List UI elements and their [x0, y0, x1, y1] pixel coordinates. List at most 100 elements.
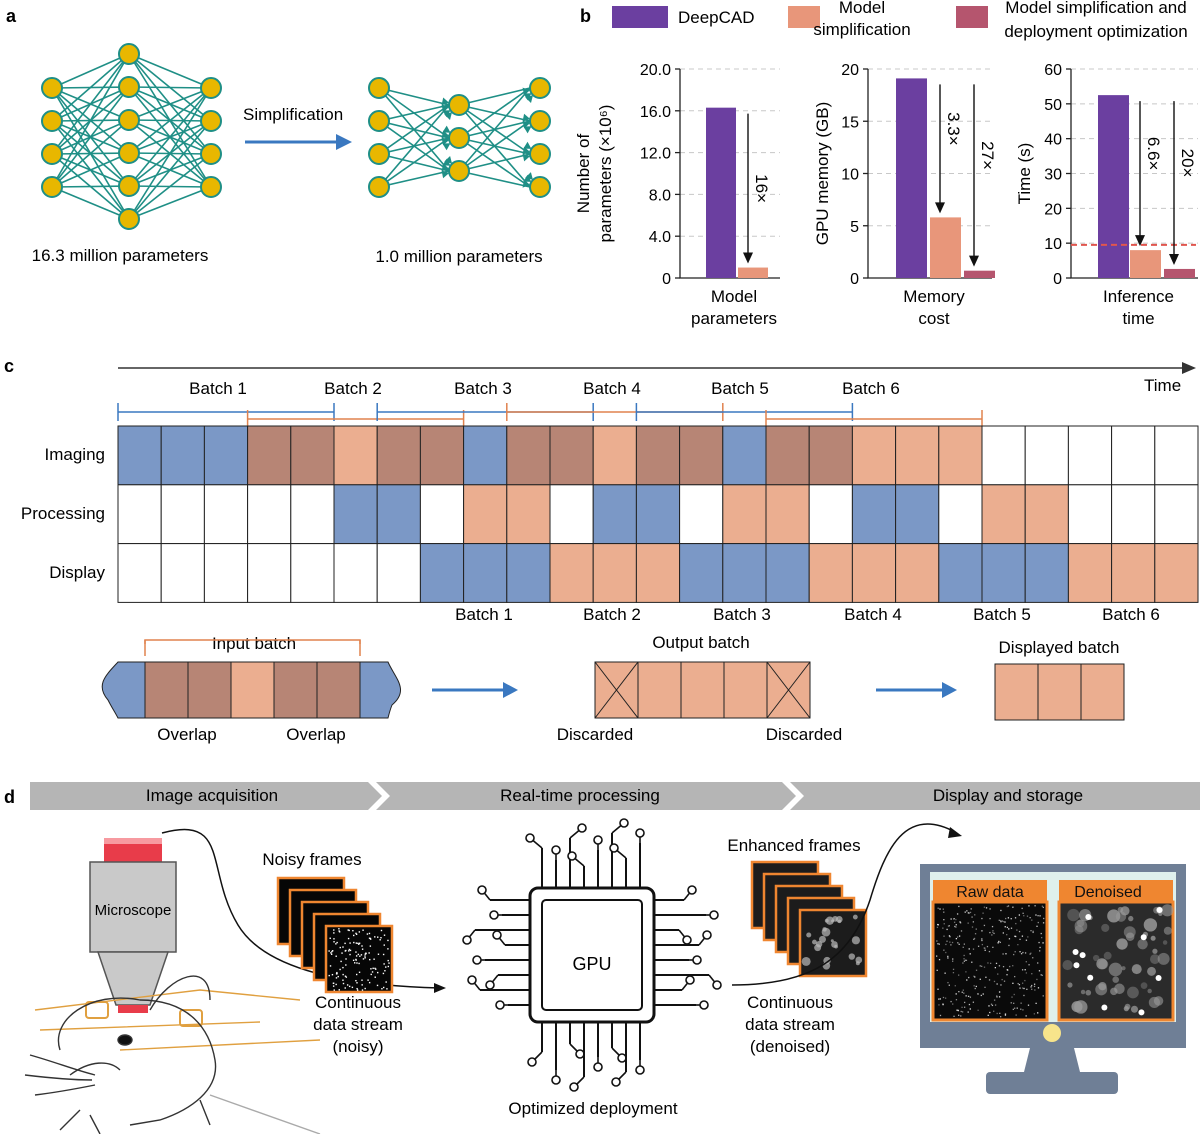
cell-blob [812, 939, 817, 945]
raw-noise-pixel [1018, 930, 1021, 933]
raw-noise-pixel [996, 983, 998, 985]
timeline-cell [506, 425, 551, 486]
raw-noise-pixel [950, 918, 952, 920]
network-arrowhead [441, 130, 450, 139]
raw-noise-pixel [951, 941, 954, 944]
input-batch-cell [273, 661, 318, 719]
raw-noise-pixel [1029, 953, 1031, 955]
raw-noise-pixel [936, 969, 938, 971]
network-edge [51, 119, 130, 188]
legend-label-deepcad: DeepCAD [678, 8, 755, 27]
raw-noise-pixel [1043, 917, 1045, 920]
noise-pixel [330, 952, 332, 954]
noise-pixel [349, 953, 351, 956]
circuit-pad [472, 955, 482, 965]
raw-noise-pixel [1014, 917, 1017, 919]
y-tick-label: 20 [841, 62, 859, 79]
raw-noise-pixel [967, 1011, 969, 1013]
noise-pixel [385, 966, 387, 968]
raw-noise-pixel [1010, 918, 1012, 920]
raw-noise-pixel [993, 980, 996, 983]
raw-noise-pixel [973, 937, 976, 940]
circuit-pad [593, 1062, 603, 1072]
network-arrowhead [523, 126, 532, 134]
raw-noise-pixel [1000, 1016, 1002, 1018]
noise-pixel [357, 953, 360, 956]
bar-model-simplification [930, 217, 961, 278]
noise-pixel [349, 949, 352, 952]
raw-noise-pixel [995, 962, 998, 965]
noise-pixel [383, 963, 385, 965]
denoised-cell [1103, 951, 1112, 960]
raw-noise-pixel [947, 957, 949, 959]
noise-pixel [345, 949, 347, 952]
noise-pixel [369, 945, 372, 947]
circuit-pad [593, 835, 603, 845]
raw-noise-pixel [937, 907, 939, 909]
noise-pixel [364, 953, 366, 955]
raw-noise-pixel [973, 975, 975, 977]
raw-noise-pixel [1006, 905, 1008, 908]
timeline-cell [635, 543, 681, 603]
circuit-pad [682, 935, 692, 945]
y-axis-label: parameters (×10⁶) [596, 105, 615, 243]
timeline-cell [1154, 425, 1199, 486]
raw-noise-pixel [1018, 984, 1021, 986]
raw-noise-pixel [971, 916, 973, 918]
batch-label-top: Batch 3 [454, 379, 512, 398]
raw-noise-pixel [948, 925, 951, 927]
raw-noise-pixel [1019, 987, 1021, 989]
raw-noise-pixel [966, 910, 968, 912]
raw-noise-pixel [1032, 931, 1034, 934]
raw-noise-pixel [937, 923, 939, 926]
noise-pixel [332, 982, 335, 985]
raw-noise-pixel [1015, 922, 1017, 925]
noise-pixel [338, 931, 341, 933]
noise-pixel [344, 942, 346, 945]
denoised-cell [1130, 1005, 1138, 1013]
timeline-cell [419, 543, 465, 603]
raw-noise-pixel [949, 936, 951, 938]
noise-pixel [364, 987, 366, 990]
y-tick-label: 40 [1044, 132, 1062, 149]
denoised-cell [1110, 987, 1118, 996]
raw-noise-pixel [1022, 1009, 1024, 1011]
noise-pixel [374, 967, 376, 970]
raw-noise-pixel [954, 925, 956, 928]
raw-noise-pixel [985, 907, 988, 909]
noisy-frames-label: Noisy frames [262, 850, 361, 869]
raw-noise-pixel [952, 958, 954, 960]
bright-neuron [1072, 949, 1079, 956]
noise-pixel [346, 984, 349, 986]
timeline-cell [592, 543, 637, 603]
bright-neuron [1140, 934, 1147, 941]
timeline-cell [722, 543, 767, 603]
row-label-display: Display [49, 563, 105, 582]
cell-blob [851, 936, 861, 945]
raw-noise-pixel [953, 1015, 955, 1017]
raw-noise-pixel [997, 973, 999, 975]
network-edge [51, 152, 130, 188]
raw-noise-pixel [965, 995, 967, 997]
raw-noise-pixel [974, 933, 977, 935]
cell-blob [835, 916, 843, 923]
raw-noise-pixel [999, 941, 1001, 944]
noise-pixel [347, 929, 349, 931]
network-edge [51, 53, 130, 122]
network-node [41, 110, 63, 132]
noise-pixel [373, 958, 375, 960]
noise-pixel [345, 964, 347, 966]
raw-noise-pixel [1021, 907, 1023, 910]
noise-pixel [386, 988, 388, 990]
displayed-batch-diagram: Displayed batch [994, 638, 1125, 721]
y-tick-label: 30 [1044, 167, 1062, 184]
raw-noise-pixel [969, 996, 972, 998]
timeline-cell [1067, 543, 1113, 603]
raw-noise-pixel [943, 918, 945, 921]
mouse-illustration [24, 975, 321, 1134]
enhanced-frames-label: Enhanced frames [727, 836, 860, 855]
stage-acquisition [30, 782, 382, 810]
row-label-imaging: Imaging [45, 445, 105, 464]
raw-noise-pixel [980, 994, 982, 997]
raw-noise-pixel [955, 924, 957, 926]
